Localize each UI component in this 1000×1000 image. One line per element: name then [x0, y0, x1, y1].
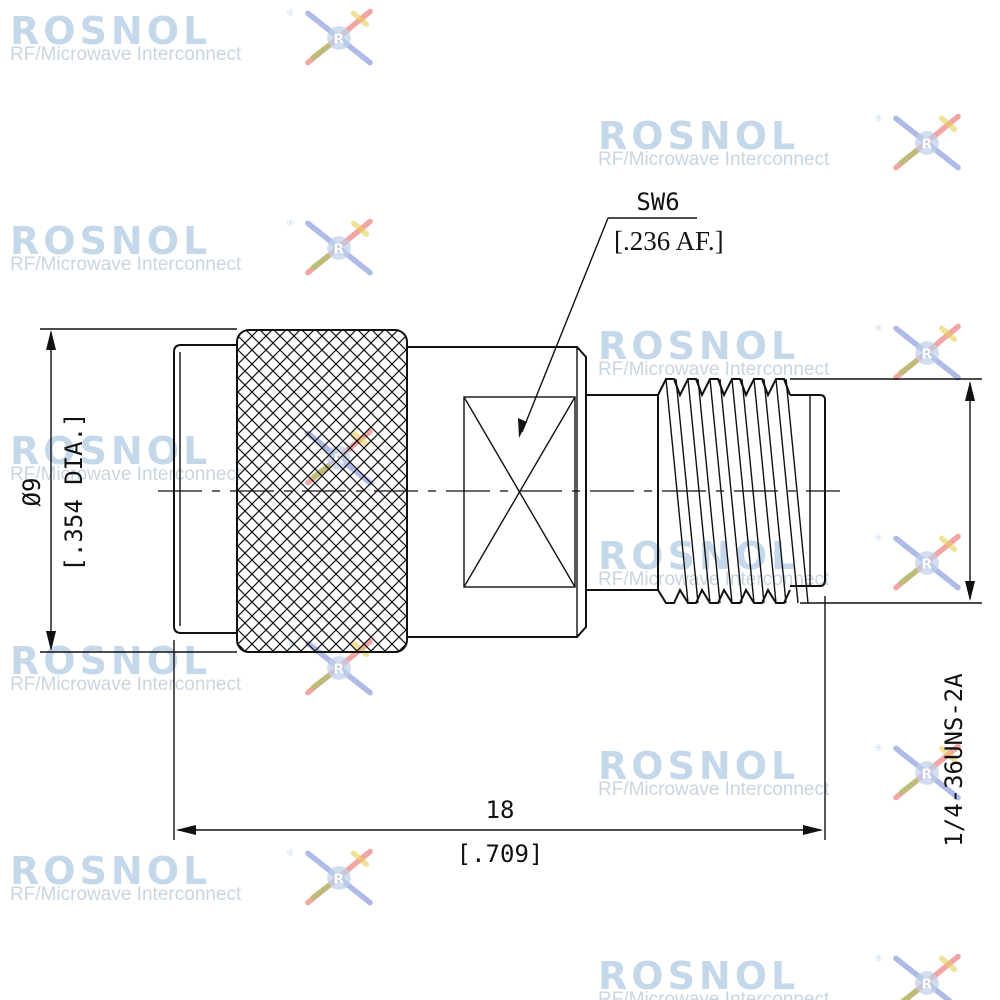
- watermark-tagline: RF/Microwave Interconnect: [598, 989, 830, 1000]
- watermark-registered: ®: [286, 849, 295, 859]
- watermark-brand: ROSNOL: [598, 114, 799, 158]
- thread-crest: [775, 378, 799, 604]
- watermark-tagline: RF/Microwave Interconnect: [598, 149, 830, 170]
- watermark-tagline: RF/Microwave Interconnect: [10, 674, 242, 695]
- watermark-tagline: RF/Microwave Interconnect: [10, 884, 242, 905]
- watermark: ROSNOL ® RF/Microwave Interconnect: [598, 324, 958, 380]
- rosnol-logo-icon: [308, 221, 370, 272]
- thread-shoulder: [586, 394, 658, 591]
- hex-size-metric: SW6: [636, 188, 679, 216]
- watermark-registered: ®: [874, 744, 883, 754]
- length-imperial: [.709]: [457, 840, 544, 868]
- thread-bottom-profile: [657, 587, 791, 604]
- watermark-tagline: RF/Microwave Interconnect: [10, 464, 242, 485]
- watermark-brand: ROSNOL: [598, 534, 799, 578]
- hex-body: [407, 346, 587, 638]
- watermark-registered: ®: [874, 534, 883, 544]
- watermark-registered: ®: [874, 114, 883, 124]
- watermark-registered: ®: [286, 9, 295, 19]
- hex-size-callout: SW6 [.236 AF.]: [518, 188, 724, 438]
- diameter-metric: Ø9: [18, 478, 46, 507]
- connector-rear-sleeve: [173, 344, 237, 634]
- rosnol-logo-icon: [896, 116, 958, 167]
- rosnol-logo-icon: [308, 851, 370, 902]
- rosnol-logo-icon: [308, 11, 370, 62]
- hex-size-imperial: [.236 AF.]: [614, 226, 724, 256]
- thread-dimension: 1/4-36UNS-2A: [790, 378, 982, 847]
- watermark: ROSNOL ® RF/Microwave Interconnect: [598, 954, 958, 1000]
- thread-root: [785, 378, 809, 604]
- watermark: ROSNOL ® RF/Microwave Interconnect: [598, 114, 958, 170]
- diameter-imperial: [.354 DIA.]: [60, 413, 88, 572]
- rosnol-logo-icon: [896, 536, 958, 587]
- watermark-brand: ROSNOL: [598, 954, 799, 998]
- watermark-brand: ROSNOL: [10, 849, 211, 893]
- watermark-brand: ROSNOL: [10, 9, 211, 53]
- watermark-brand: ROSNOL: [598, 324, 799, 368]
- watermark: ROSNOL ® RF/Microwave Interconnect: [598, 534, 958, 590]
- rosnol-logo-icon: [896, 326, 958, 377]
- watermark-brand: ROSNOL: [10, 219, 211, 263]
- diameter-dimension: Ø9 [.354 DIA.]: [18, 328, 237, 653]
- watermark-tagline: RF/Microwave Interconnect: [598, 779, 830, 800]
- watermark: ROSNOL ® RF/Microwave Interconnect: [10, 849, 370, 905]
- watermark-tagline: RF/Microwave Interconnect: [598, 569, 830, 590]
- watermark-registered: ®: [286, 219, 295, 229]
- thread-spec: 1/4-36UNS-2A: [940, 673, 968, 847]
- watermark-tagline: RF/Microwave Interconnect: [598, 359, 830, 380]
- watermark-registered: ®: [874, 324, 883, 334]
- thread-top-profile: [657, 378, 791, 398]
- watermark: ROSNOL ® RF/Microwave Interconnect: [598, 744, 958, 800]
- watermark: ROSNOL ® RF/Microwave Interconnect: [10, 9, 370, 65]
- watermark-brand: ROSNOL: [598, 744, 799, 788]
- length-metric: 18: [486, 796, 515, 824]
- thread-root: [697, 378, 721, 604]
- watermark-tagline: RF/Microwave Interconnect: [10, 254, 242, 275]
- rosnol-logo-icon: [896, 956, 958, 1000]
- watermark-registered: ®: [874, 954, 883, 964]
- thread-root: [719, 378, 743, 604]
- watermark-tagline: RF/Microwave Interconnect: [10, 44, 242, 65]
- watermark: ROSNOL ® RF/Microwave Interconnect: [10, 219, 370, 275]
- length-dimension: 18 [.709]: [173, 596, 826, 868]
